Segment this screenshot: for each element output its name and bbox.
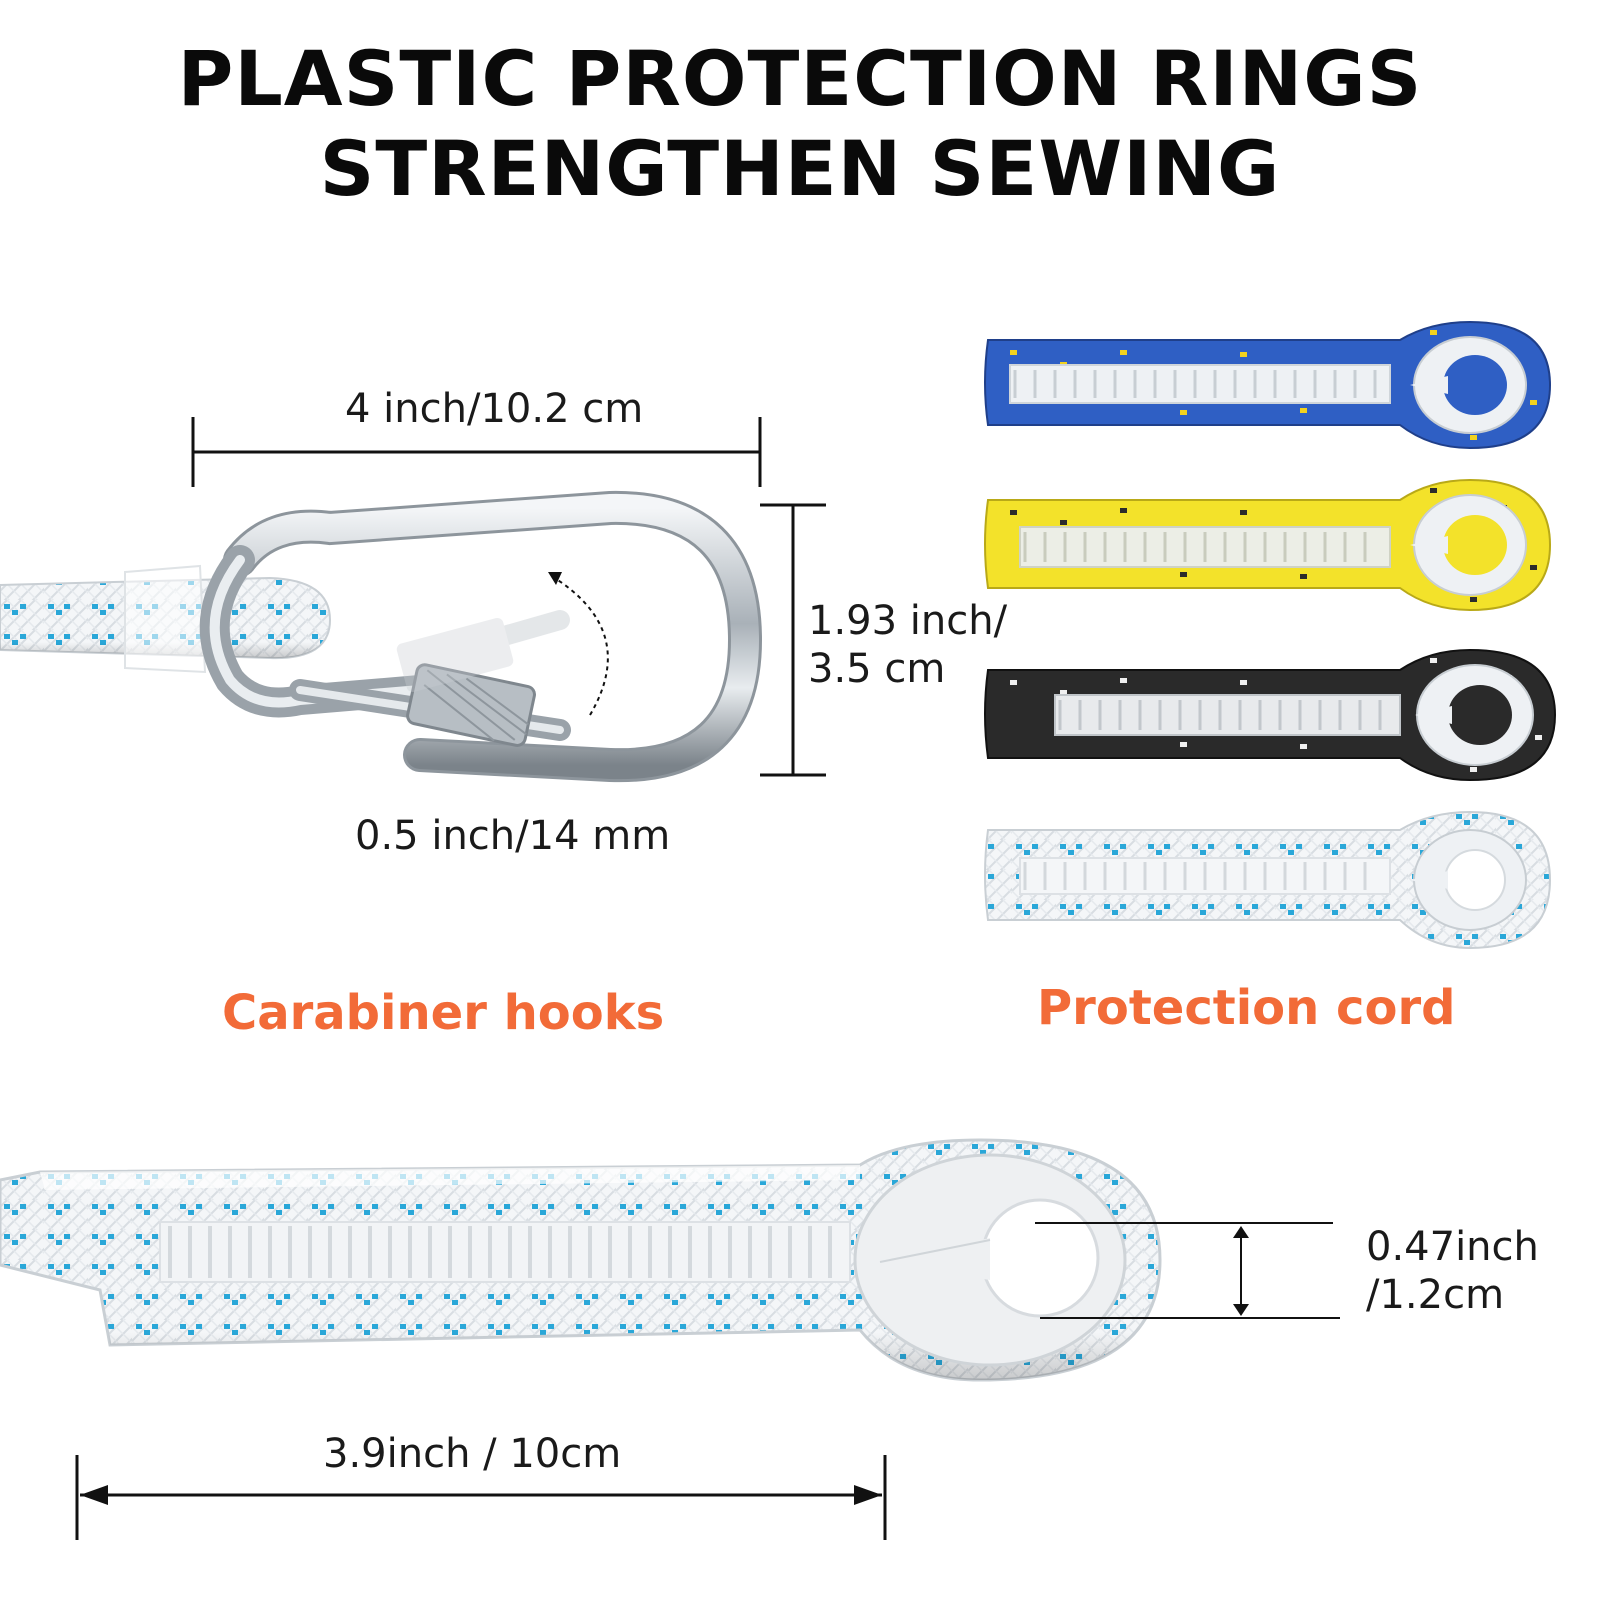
carabiner-height-label-line1: 1.93 inch/ [808, 598, 1008, 644]
sewing-length-dimension [75, 1455, 887, 1540]
ring-diameter-label-line1: 0.47inch [1366, 1224, 1539, 1270]
ring-diameter-dimension [1035, 1222, 1340, 1319]
carabiner-caption: Carabiner hooks [222, 985, 665, 1041]
carabiner-length-dimension [191, 417, 762, 487]
carabiner-height-dimension [760, 503, 826, 777]
carabiner-length-label: 4 inch/10.2 cm [345, 386, 644, 432]
carabiner-height-label-line2: 3.5 cm [808, 646, 946, 692]
carabiner-gate-label: 0.5 inch/14 mm [355, 813, 671, 859]
sewing-length-label: 3.9inch / 10cm [323, 1431, 622, 1477]
carabiner-height-label: 1.93 inch/ 3.5 cm [808, 597, 1007, 693]
ring-diameter-label-line2: /1.2cm [1366, 1272, 1505, 1318]
carabiner-hook [199, 490, 763, 783]
title-line-2: STRENGTHEN SEWING [319, 124, 1281, 213]
protection-cord-yellow [984, 478, 1552, 612]
carabiner-rope [0, 564, 332, 674]
ring-diameter-label: 0.47inch /1.2cm [1366, 1223, 1539, 1319]
title-line-1: PLASTIC PROTECTION RINGS [177, 34, 1423, 123]
page-title: PLASTIC PROTECTION RINGS STRENGTHEN SEWI… [0, 34, 1600, 214]
protection-cord-caption: Protection cord [1037, 980, 1456, 1036]
protection-cord-white [984, 810, 1552, 950]
protection-cord-black [984, 648, 1557, 782]
protection-cord-blue [984, 320, 1552, 450]
detail-rope [0, 1138, 1162, 1382]
